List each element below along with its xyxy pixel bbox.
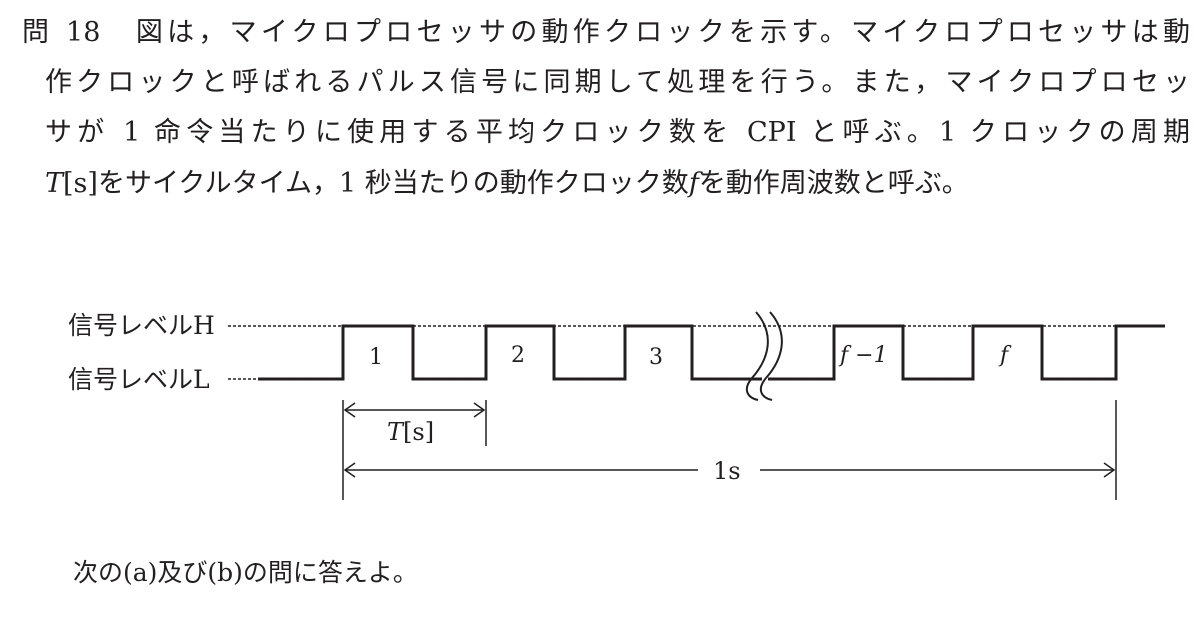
clock-waveform-right xyxy=(768,324,1165,381)
pulse-label-2: 2 xyxy=(511,343,525,368)
pulse-label-1: 1 xyxy=(369,345,383,370)
period-label: T[s] xyxy=(387,418,434,446)
span-arrowheads xyxy=(343,462,1116,478)
question-line-4: T[s]をサイクルタイム，1 秒当たりの動作クロック数fを動作周波数と呼ぶ。 xyxy=(45,168,969,199)
label-signal-high: 信号レベルH xyxy=(68,311,215,340)
question-line-1: 問 18 図は，マイクロプロセッサの動作クロックを示す。マイクロプロセッサは動 xyxy=(22,17,1190,48)
label-signal-low: 信号レベルL xyxy=(68,365,210,394)
pulse-label-3: 3 xyxy=(649,345,663,370)
period-arrowheads xyxy=(343,402,486,418)
pulse-label-f: f xyxy=(998,343,1012,368)
pulse-label-f-minus-1: f −1 xyxy=(838,343,888,368)
break-mark-left xyxy=(745,311,769,401)
question-number: 問 18 xyxy=(22,17,101,48)
span-label: 1s xyxy=(713,457,741,485)
break-mark-right xyxy=(759,311,783,401)
question-line-3: サが 1 命令当たりに使用する平均クロック数を CPI と呼ぶ。1 クロックの周… xyxy=(45,117,1190,148)
question-line-2: 作クロックと呼ばれるパルス信号に同期して処理を行う。また，マイクロプロセッ xyxy=(45,67,1190,98)
clock-waveform-left xyxy=(258,324,762,381)
instruction-text: 次の(a)及び(b)の問に答えよ。 xyxy=(73,558,418,587)
